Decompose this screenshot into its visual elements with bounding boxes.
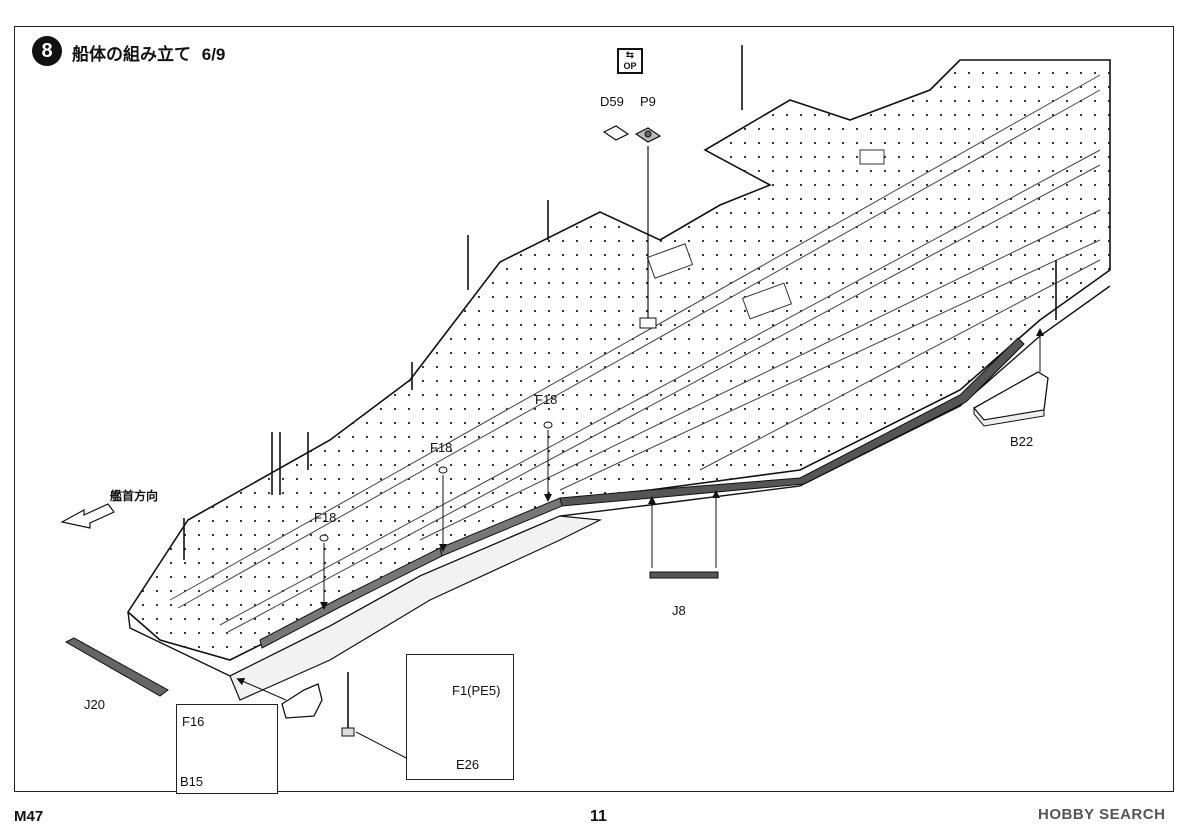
page-number: 11 — [590, 808, 607, 825]
part-j8 — [648, 490, 720, 579]
inset-box-f1-e26 — [406, 654, 514, 780]
part-d59 — [602, 125, 630, 141]
label-bow-direction: 艦首方向 — [110, 489, 159, 503]
deck-edge-walkways — [259, 337, 1025, 649]
label-b15: B15 — [180, 774, 204, 789]
label-f18: F18 — [535, 392, 558, 407]
part-f18-c — [319, 534, 329, 610]
step-title-progress: 6/9 — [201, 45, 226, 64]
label-p9: P9 — [640, 94, 656, 109]
part-f18-b — [438, 466, 448, 552]
watermark-text: HOBBY SEARCH — [1038, 806, 1166, 823]
step-number-badge: 8 — [32, 36, 62, 66]
inset-box-b15-f16 — [176, 704, 278, 794]
part-p9 — [634, 127, 662, 143]
label-b22: B22 — [1010, 434, 1034, 449]
label-e26: E26 — [456, 757, 480, 772]
bow-direction-arrow — [60, 503, 115, 529]
part-j20 — [64, 637, 169, 697]
part-b22 — [973, 328, 1049, 427]
flight-deck — [126, 59, 1111, 701]
antenna-masts — [183, 45, 1057, 560]
model-code: M47 — [14, 808, 44, 825]
page-frame — [14, 26, 1174, 792]
label-f1: F1(PE5) — [452, 683, 501, 698]
label-f16: F16 — [182, 714, 205, 729]
label-f18: F18 — [314, 510, 337, 525]
antenna-f1-installed — [341, 672, 411, 761]
bow-fairing-part — [236, 677, 323, 719]
step-title-text: 船体の組み立て — [72, 45, 191, 64]
label-j20: J20 — [84, 697, 105, 712]
label-j8: J8 — [672, 603, 686, 618]
op-icon-text: OP — [623, 61, 637, 71]
swap-icon: ⇆ — [625, 50, 635, 61]
label-f18: F18 — [430, 440, 453, 455]
part-f18-a — [543, 421, 553, 502]
step-title: 船体の組み立て 6/9 — [72, 40, 231, 65]
optional-part-icon: ⇆ OP — [617, 48, 643, 74]
p9-mount-point — [639, 317, 657, 329]
label-d59: D59 — [600, 94, 624, 109]
